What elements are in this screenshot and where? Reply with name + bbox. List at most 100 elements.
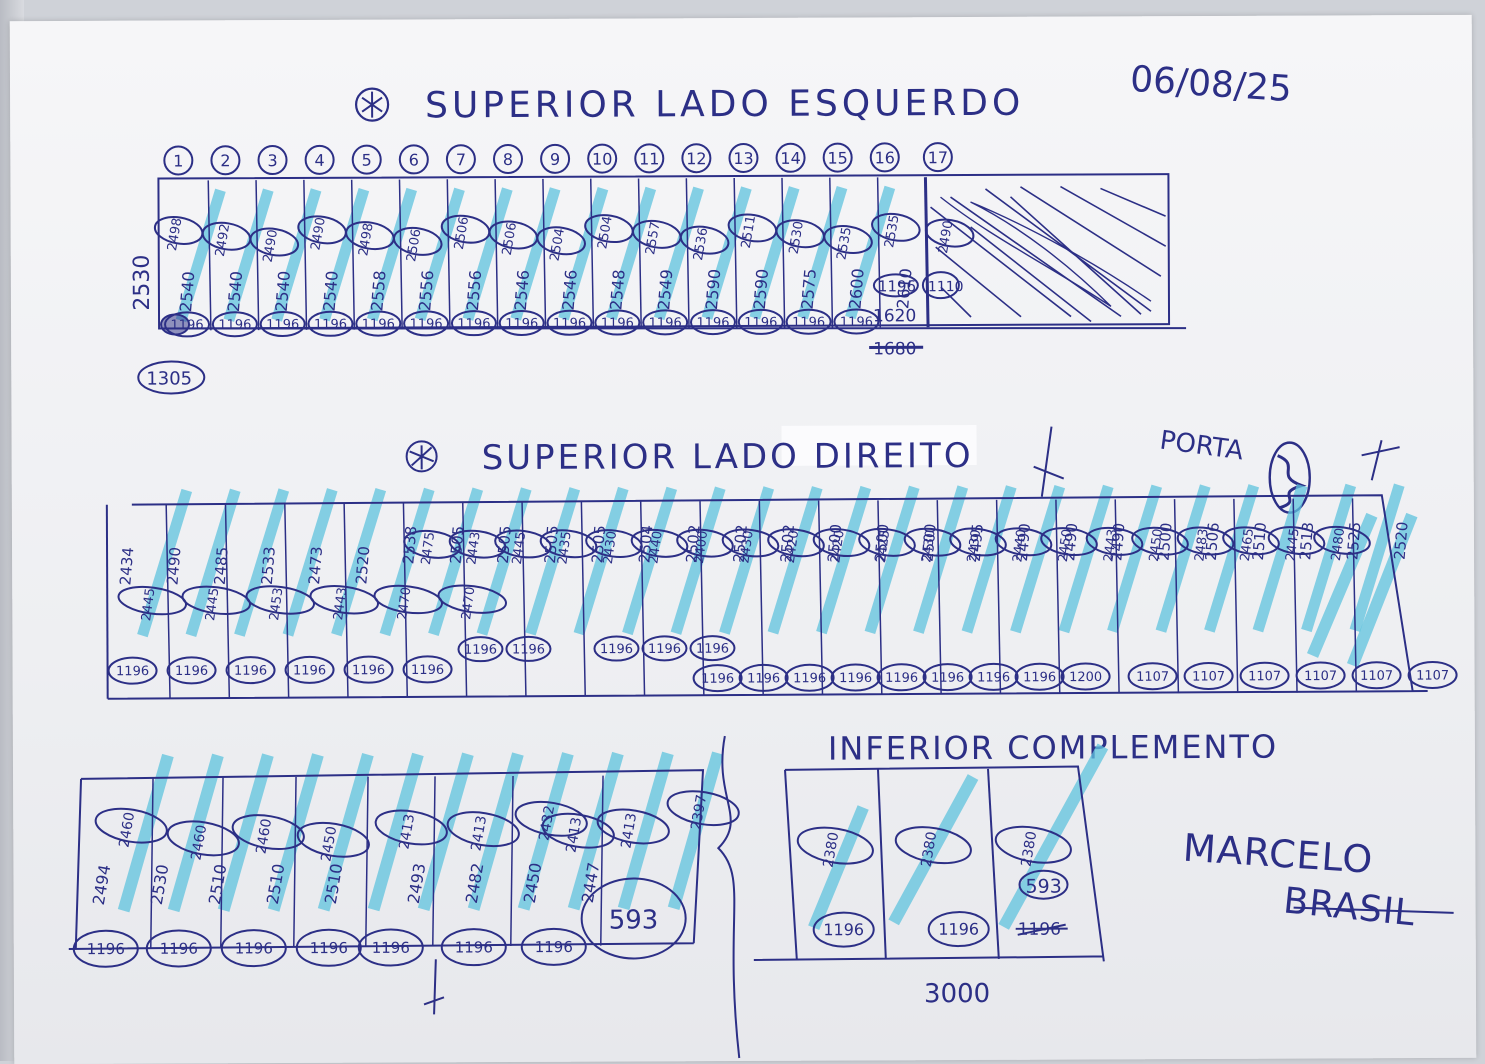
column-height: 2556: [463, 269, 485, 311]
column-divider: [208, 180, 211, 330]
circled-measure: 2440: [646, 530, 665, 565]
sheet-date: 06/08/25: [1129, 59, 1293, 110]
highlighter-mark: [813, 807, 864, 927]
column-divider: [639, 178, 642, 328]
width-value: 1196: [535, 938, 573, 956]
column-circled-value: 2504: [548, 227, 568, 262]
column-number: 14: [780, 149, 800, 168]
column-number: 1: [173, 151, 183, 170]
width-lower: 1107: [1136, 670, 1169, 685]
big-circle-value: 593: [609, 905, 659, 935]
width-upper: 1196: [648, 642, 681, 657]
circled-measure: 2445: [139, 587, 158, 622]
column-circled-value: 2535: [834, 226, 854, 261]
column-width: 1196: [457, 317, 490, 332]
width-upper: 1196: [464, 643, 497, 658]
width-lower: 1196: [175, 664, 208, 679]
right-highlighter-marks: [142, 485, 1413, 671]
inferior-divider: [878, 769, 886, 959]
column-number: 16: [875, 148, 895, 167]
column-width: 1196: [553, 316, 586, 331]
width-lower: 1196: [885, 671, 918, 686]
column-circled-value: 2530: [787, 220, 807, 255]
column-divider: [304, 180, 307, 330]
column-number: 10: [592, 150, 612, 169]
column-circled-value: 2506: [404, 228, 424, 263]
inferior-divider: [785, 770, 797, 960]
column-height: 2556: [415, 270, 437, 312]
column-width: 1196: [314, 317, 347, 332]
width-lower: 1196: [977, 670, 1010, 685]
column-circled-value: 2490: [261, 228, 281, 263]
column-height: 2540: [272, 270, 294, 312]
circled-measure: 2453: [267, 587, 286, 622]
width-upper: 1196: [696, 642, 729, 657]
column-number: 5: [362, 151, 372, 170]
column-divider: [830, 178, 833, 328]
mark-icon: [1362, 440, 1400, 480]
col16-below: 1680: [873, 339, 916, 359]
width-lower: 1107: [1304, 669, 1337, 684]
right-frame-left: [107, 505, 108, 699]
width-upper: 1196: [600, 642, 633, 657]
column-divider: [293, 777, 297, 947]
divider-tick: [424, 959, 444, 1014]
vertical-measure: 2520: [1391, 521, 1412, 561]
column-divider: [782, 178, 785, 328]
column-circled-value: 2492: [213, 223, 233, 258]
column-number: 9: [550, 150, 560, 169]
inferior-total: 3000: [924, 979, 990, 1009]
column-number: 3: [267, 151, 277, 170]
inferior-title: INFERIOR COMPLEMENTO: [828, 728, 1278, 768]
vertical-measure: 2510: [263, 862, 289, 905]
width-value: 1196: [235, 939, 273, 957]
width-lower: 1196: [701, 672, 734, 687]
column-width: 1196: [601, 316, 634, 331]
column-circled-value: 2498: [165, 217, 185, 252]
width-value: 1196: [160, 940, 198, 958]
right-width-values-upper: 1196 1196 1196 1196 1196: [458, 636, 734, 661]
column-circled-value: 2490: [936, 219, 956, 254]
vertical-measure: 2434: [116, 546, 137, 586]
left-section-header: SUPERIOR LADO ESQUERDO: [356, 83, 1024, 127]
brace-line: [718, 736, 739, 1058]
width-lower: 1196: [411, 663, 444, 678]
width-value: 1196: [938, 920, 979, 939]
width-value: 1196: [310, 939, 348, 957]
column-height: 2546: [511, 269, 533, 311]
column-divider: [447, 179, 450, 329]
width-lower: 1107: [1248, 669, 1281, 684]
column-width: 1196: [218, 318, 251, 333]
column-height: 2548: [606, 269, 628, 311]
width-lower: 1196: [352, 663, 385, 678]
col17-circled-value: 1110: [928, 279, 964, 295]
width-lower: 1196: [839, 671, 872, 686]
width-lower: 1196: [747, 671, 780, 686]
column-divider: [352, 180, 355, 330]
highlighter-mark: [423, 754, 469, 909]
column-width: 1196: [649, 316, 682, 331]
col16-width: 1620: [873, 306, 916, 326]
vertical-measure: 2450: [520, 861, 546, 904]
inferior-third-width: 593: [1025, 876, 1061, 898]
column-number: 17: [928, 148, 948, 167]
circled-measure: 2435: [555, 530, 574, 565]
width-lower: 1107: [1360, 669, 1393, 684]
width-upper: 1196: [512, 642, 545, 657]
vertical-measure: 2533: [258, 546, 279, 586]
column-divider: [925, 177, 928, 327]
column-height: 2549: [654, 268, 676, 310]
circled-measure: 2430: [601, 530, 620, 565]
col16-circled-value: 1196: [878, 277, 916, 295]
width-value: 1196: [455, 938, 493, 956]
width-lower: 1200: [1069, 670, 1102, 685]
bottom-left-frame-left: [75, 779, 82, 949]
column-number: 7: [456, 150, 466, 169]
column-number: 2: [220, 151, 230, 170]
inferior-divider: [988, 769, 999, 959]
width-lower: 1196: [234, 664, 267, 679]
column-number: 11: [639, 149, 659, 168]
mark-icon: [1034, 427, 1064, 497]
